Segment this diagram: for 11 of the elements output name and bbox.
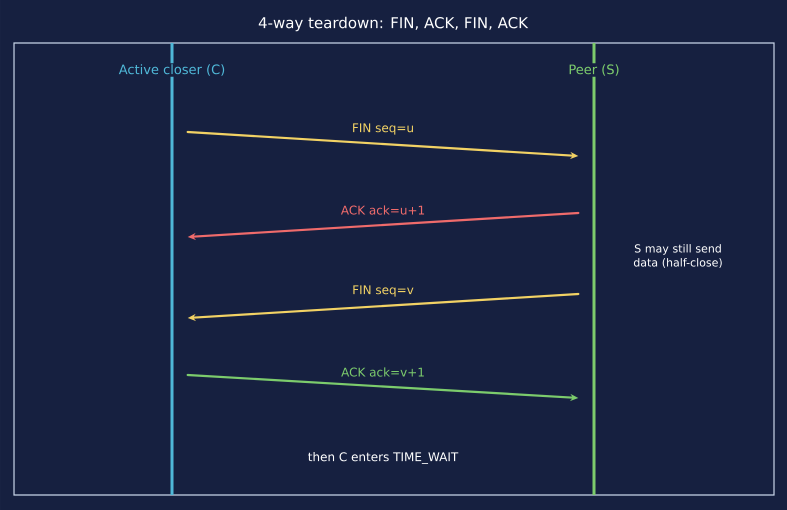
node-label: Peer (S): [570, 64, 618, 76]
edge-label: ACK ack=v+1: [340, 366, 426, 378]
lifeline: Peer (S): [567, 43, 621, 495]
note: then C enters TIME_WAIT: [308, 452, 458, 464]
note: S may still send data (half-close): [634, 244, 722, 268]
edge-label: ACK ack=u+1: [340, 204, 426, 216]
lifeline: Active closer (C): [118, 43, 226, 495]
edge-label: FIN seq=u: [350, 122, 416, 136]
title: 4-way teardown: FIN, ACK, FIN, ACK: [258, 16, 528, 32]
node-label: Active closer (C): [118, 64, 224, 76]
edge-label: FIN seq=v: [351, 284, 415, 298]
